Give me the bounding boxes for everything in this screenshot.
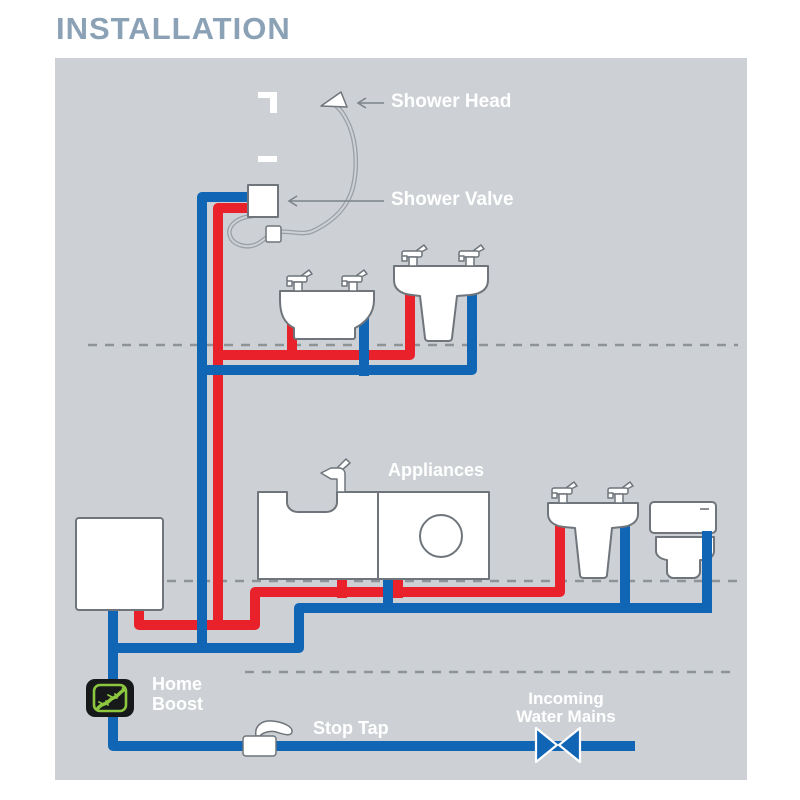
fixtures xyxy=(75,91,717,764)
toilet-cistern xyxy=(649,501,717,534)
salamander-lizard-icon xyxy=(96,686,127,710)
shower-valve-box xyxy=(247,184,279,218)
bidet xyxy=(279,290,375,340)
appliances-label: Appliances xyxy=(388,460,485,480)
ground-basin-tap-right-icon xyxy=(607,481,634,504)
stop-tap-icon xyxy=(242,720,293,757)
ground-basin xyxy=(547,502,639,579)
incoming-label-line2: Water Mains xyxy=(516,707,616,726)
cold-riser-pipe xyxy=(197,192,250,606)
boiler-unit xyxy=(75,517,164,611)
home-boost-label-line1: Home xyxy=(152,674,203,694)
stop-tap-label: Stop Tap xyxy=(313,718,389,738)
shower-rail-bracket-top-icon xyxy=(258,92,277,98)
diagram-panel xyxy=(55,58,747,780)
upstairs-basin-tap-left-icon xyxy=(401,244,428,267)
home-boost-pump-icon xyxy=(86,679,134,717)
hot-upper-branch-pipe xyxy=(213,285,415,360)
mains-valve-icon xyxy=(534,726,582,764)
shower-hose xyxy=(227,99,359,249)
bidet-tap-right-icon xyxy=(341,269,368,292)
incoming-label-line1: Incoming xyxy=(528,689,604,708)
washing-machine-door xyxy=(419,514,463,558)
shower-group xyxy=(227,91,359,249)
shower-head-label: Shower Head xyxy=(391,91,512,112)
home-boost-label: Home Boost xyxy=(152,674,203,714)
shower-valve-arrowhead-icon xyxy=(287,195,298,207)
ground-basin-tap-left-icon xyxy=(551,481,578,504)
shower-rail-bracket-bottom-icon xyxy=(258,156,277,162)
upstairs-basin xyxy=(393,265,489,342)
incoming-water-mains-label: Incoming Water Mains xyxy=(456,690,676,726)
shower-valve-label: Shower Valve xyxy=(391,189,514,210)
cold-upper-branch-pipe xyxy=(197,285,477,375)
shower-hose-connector xyxy=(265,225,282,243)
kitchen-sink-unit xyxy=(257,491,379,580)
kitchen-tap-icon xyxy=(320,458,351,493)
shower-head-arrowhead-icon xyxy=(356,97,367,109)
shower-hose-inner xyxy=(228,101,357,248)
hot-ground-branch-pipe xyxy=(134,521,565,630)
shower-head-icon xyxy=(320,91,348,108)
bidet-tap-left-icon xyxy=(286,269,313,292)
hot-riser-pipe xyxy=(213,203,250,630)
annotation-arrows xyxy=(287,97,384,207)
upstairs-basin-tap-right-icon xyxy=(458,244,485,267)
page-title: INSTALLATION xyxy=(56,11,291,46)
shower-rail-bracket-top-tab-icon xyxy=(270,92,277,113)
home-boost-label-line2: Boost xyxy=(152,694,203,714)
